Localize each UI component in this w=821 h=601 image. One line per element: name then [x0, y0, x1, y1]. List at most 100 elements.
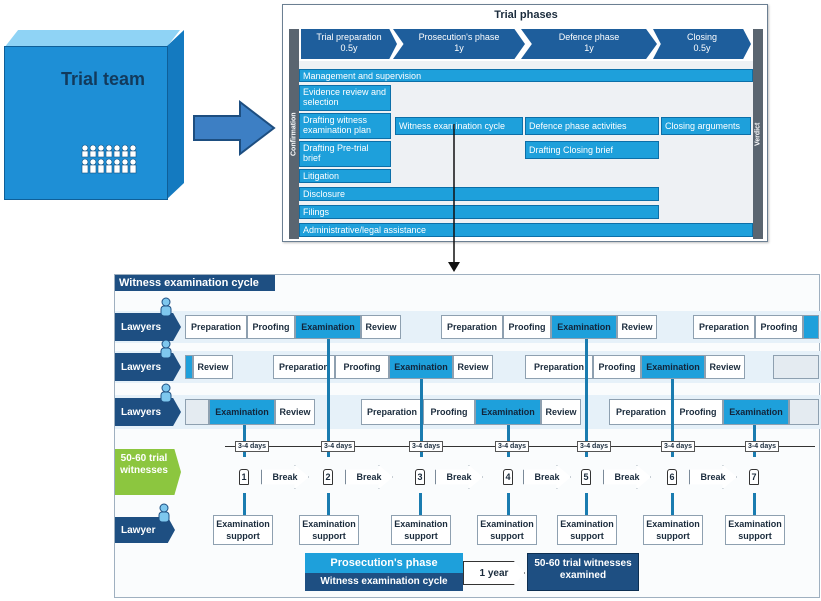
step-examination-partial	[803, 315, 819, 339]
exam-connector	[585, 339, 588, 457]
phase-header-prosecution: Prosecution's phase 1y	[393, 29, 525, 59]
legend-cycle: Witness examination cycle	[305, 573, 463, 591]
lawyer-person-icon	[160, 297, 172, 317]
break-arrow: Break	[435, 465, 483, 489]
legend-phase: Prosecution's phase	[305, 553, 463, 573]
step-preparation: Preparation	[609, 399, 673, 425]
witness-cycle-title: Witness examination cycle	[115, 275, 275, 291]
exam-connector	[327, 339, 330, 457]
bar-closing-brief: Drafting Closing brief	[525, 141, 659, 159]
cube-top-face	[4, 30, 180, 48]
bar-drafting-witness: Drafting witness examination plan	[299, 113, 391, 139]
big-right-arrow-icon	[193, 100, 276, 156]
step-review: Review	[361, 315, 401, 339]
step-preparation: Preparation	[361, 399, 423, 425]
step-review: Review	[705, 355, 745, 379]
examination-support-box: Examination support	[725, 515, 785, 545]
phase-header-label: Closing	[686, 32, 717, 42]
break-arrow: Break	[261, 465, 309, 489]
support-connector	[507, 493, 510, 515]
step-placeholder	[773, 355, 819, 379]
step-proofing: Proofing	[247, 315, 295, 339]
phase-header-label: Trial preparation	[316, 32, 382, 42]
bar-management: Management and supervision	[299, 69, 753, 82]
step-proofing: Proofing	[673, 399, 723, 425]
trial-phases-title: Trial phases	[494, 9, 558, 21]
step-proofing: Proofing	[423, 399, 475, 425]
examination-support-box: Examination support	[643, 515, 703, 545]
days-label: 3-4 days	[409, 441, 443, 452]
step-preparation: Preparation	[693, 315, 755, 339]
witness-figure-5: 5	[581, 469, 591, 485]
phase-header-duration: 0.5y	[693, 43, 711, 53]
witness-figure-6: 6	[667, 469, 677, 485]
step-examination: Examination	[389, 355, 453, 379]
examination-support-box: Examination support	[299, 515, 359, 545]
step-placeholder	[185, 399, 209, 425]
examination-support-box: Examination support	[557, 515, 617, 545]
step-proofing: Proofing	[335, 355, 389, 379]
lawyer-person-icon	[158, 503, 170, 523]
phase-header-duration: 1y	[454, 43, 464, 53]
step-proofing: Proofing	[503, 315, 551, 339]
witness-figure-4: 4	[503, 469, 513, 485]
step-review: Review	[617, 315, 657, 339]
days-label: 3-4 days	[745, 441, 779, 452]
days-label: 3-4 days	[577, 441, 611, 452]
bar-disclosure: Disclosure	[299, 187, 659, 201]
phase-header-closing: Closing 0.5y	[653, 29, 751, 59]
witness-figure-7: 7	[749, 469, 759, 485]
step-review: Review	[275, 399, 315, 425]
bar-admin: Administrative/legal assistance	[299, 223, 753, 237]
days-label: 3-4 days	[321, 441, 355, 452]
legend-result: 50-60 trial witnesses examined	[527, 553, 639, 591]
phase-header-label: Defence phase	[558, 32, 620, 42]
support-connector	[327, 493, 330, 515]
support-connector	[419, 493, 422, 515]
witness-figure-3: 3	[415, 469, 425, 485]
phase-header-trial-preparation: Trial preparation 0.5y	[301, 29, 397, 59]
step-examination: Examination	[475, 399, 541, 425]
days-label: 3-4 days	[235, 441, 269, 452]
legend-duration-arrow: 1 year	[463, 561, 525, 585]
days-label: 3-4 days	[661, 441, 695, 452]
witness-figure-2: 2	[323, 469, 333, 485]
phase-header-duration: 1y	[584, 43, 594, 53]
step-examination: Examination	[723, 399, 789, 425]
step-preparation: Preparation	[185, 315, 247, 339]
verdict-bar: Verdict	[753, 29, 763, 239]
lawyer-person-icon	[160, 339, 172, 359]
lane-label-lawyers-3: Lawyers	[115, 398, 181, 426]
cube-front-face: Trial team	[4, 46, 168, 200]
step-review: Review	[453, 355, 493, 379]
exam-connector	[420, 379, 423, 457]
connector-down-arrow-icon	[448, 124, 460, 272]
break-arrow: Break	[603, 465, 651, 489]
phase-header-duration: 0.5y	[340, 43, 358, 53]
step-proofing: Proofing	[755, 315, 803, 339]
trial-team-cube: Trial team	[4, 30, 184, 200]
witness-cycle-panel: Witness examination cycle Lawyers Lawyer…	[114, 274, 821, 598]
examination-support-box: Examination support	[213, 515, 273, 545]
step-proofing: Proofing	[593, 355, 641, 379]
team-title: Trial team	[61, 69, 146, 89]
support-connector	[585, 493, 588, 515]
examination-support-box: Examination support	[391, 515, 451, 545]
cube-side-face	[166, 30, 184, 200]
break-arrow: Break	[345, 465, 393, 489]
step-examination: Examination	[295, 315, 361, 339]
confirmation-label: Confirmation	[290, 112, 298, 156]
step-examination: Examination	[551, 315, 617, 339]
step-examination: Examination	[209, 399, 275, 425]
bar-wec: Witness examination cycle	[395, 117, 523, 135]
bar-closing-args: Closing arguments	[661, 117, 751, 135]
step-review: Review	[193, 355, 233, 379]
step-review: Review	[541, 399, 581, 425]
witness-figure-1: 1	[239, 469, 249, 485]
verdict-label: Verdict	[754, 122, 762, 146]
break-arrow: Break	[689, 465, 737, 489]
step-examination-partial	[185, 355, 193, 379]
support-connector	[671, 493, 674, 515]
exam-connector	[671, 379, 674, 457]
step-preparation: Preparation	[273, 355, 335, 379]
